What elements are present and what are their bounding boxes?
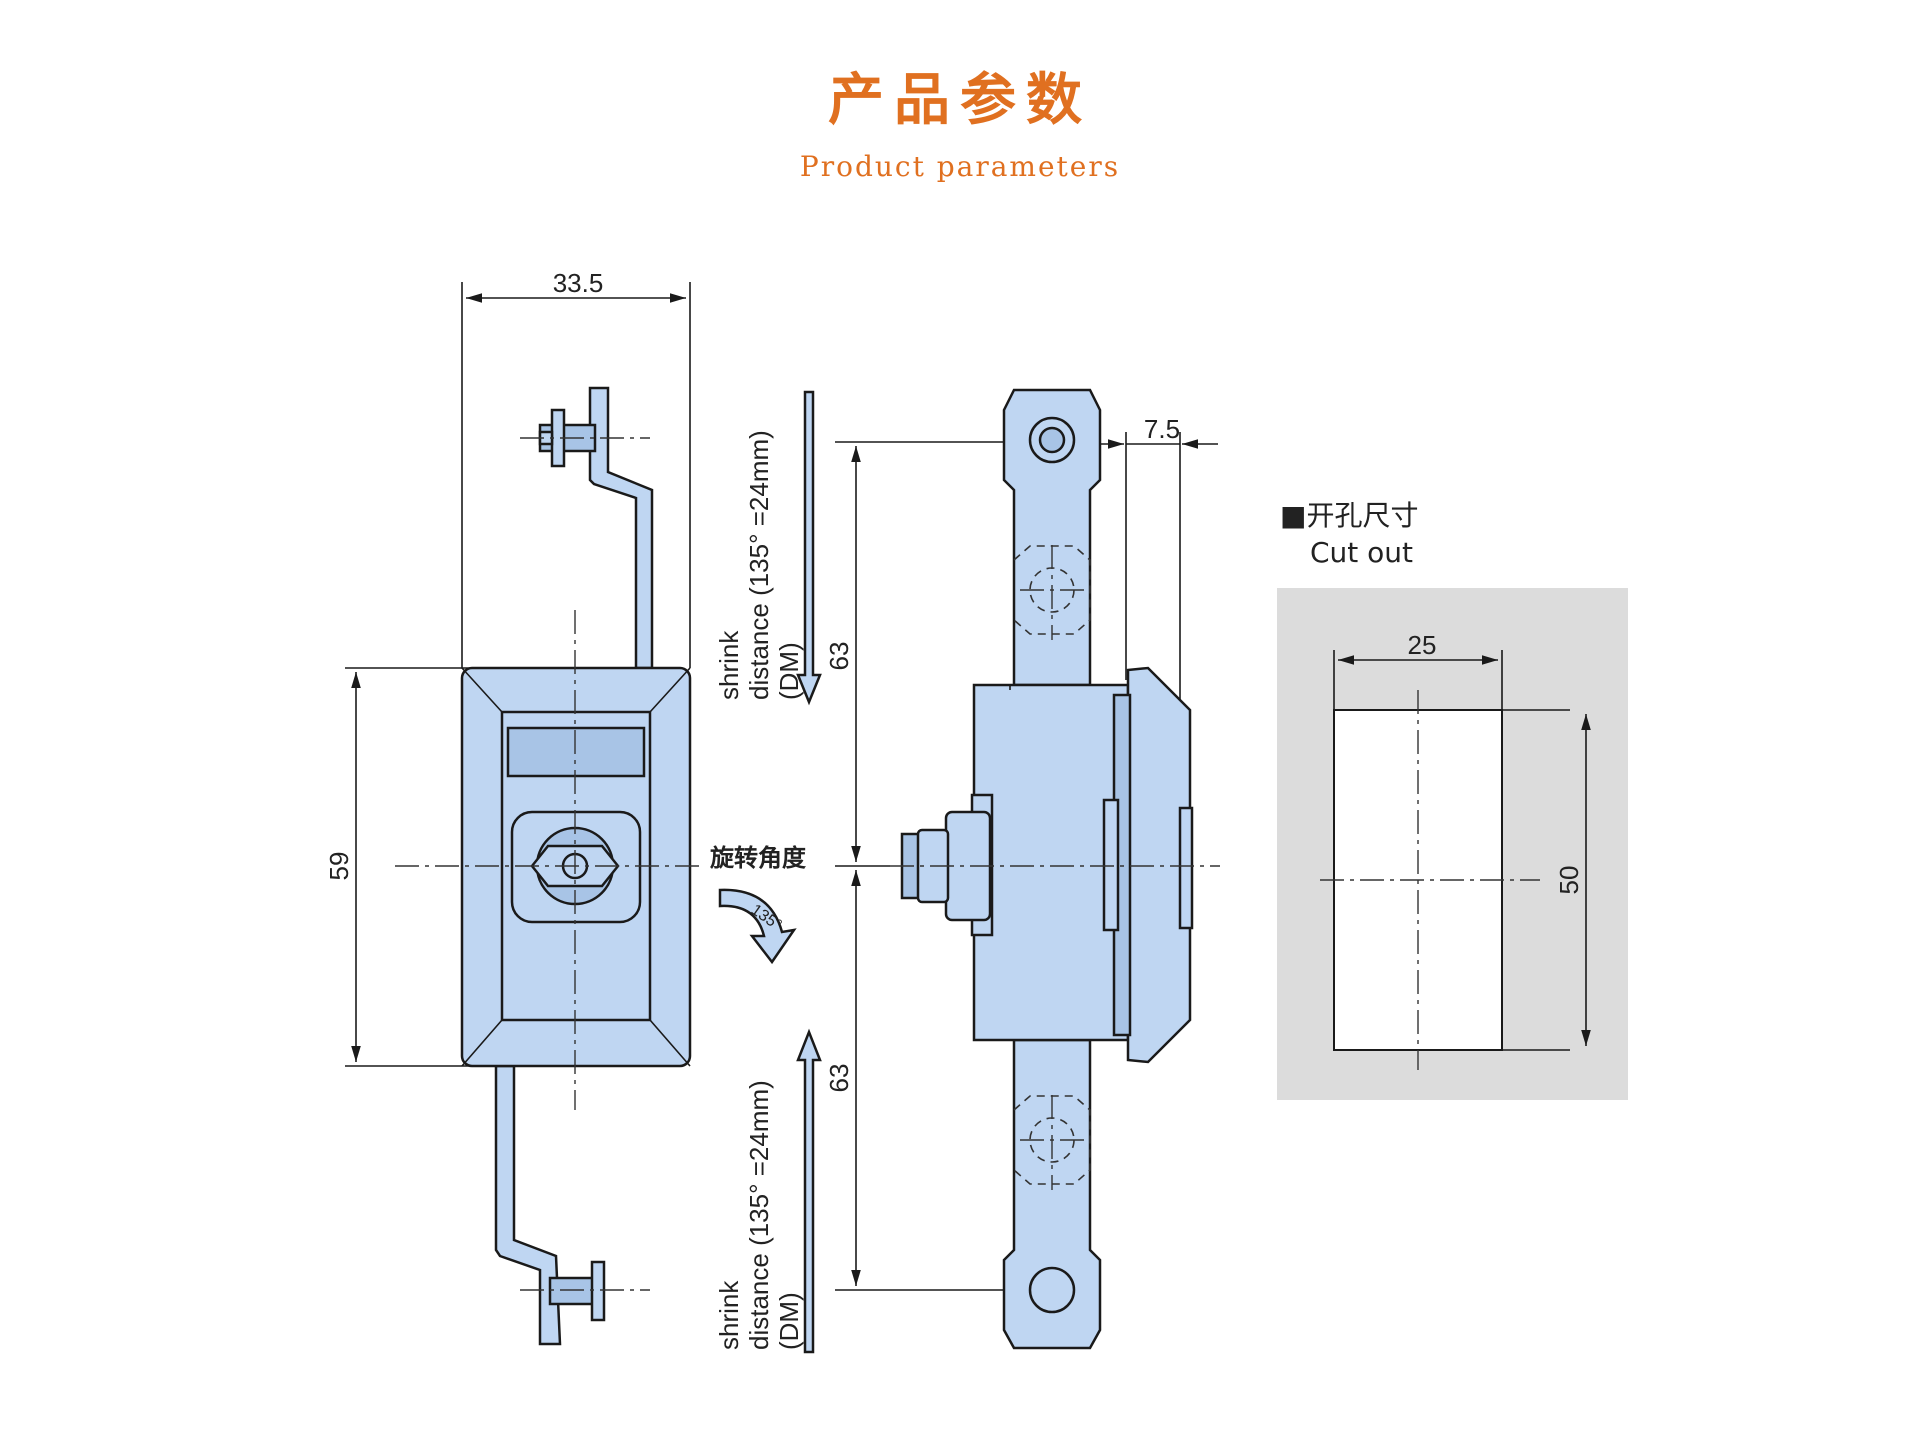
front-view: 33.5 59 旋转角度 135°	[324, 268, 807, 1346]
shrink-top-annotation: shrink distance (135° =24mm) (DM)	[714, 390, 822, 706]
cutout-width-dim: 25	[1408, 630, 1437, 660]
offset-dim: 7.5	[1144, 414, 1180, 444]
page-title: 产品参数	[828, 67, 1092, 133]
page-header: 产品参数 Product parameters	[0, 60, 1920, 183]
front-height-dim: 59	[324, 852, 354, 881]
shrink-bottom-line3: (DM)	[774, 1292, 804, 1350]
shrink-down-arrow-icon	[796, 390, 822, 706]
shrink-top-line2: distance (135° =24mm)	[744, 430, 774, 700]
front-width-dim: 33.5	[553, 268, 604, 298]
upper-63-dim: 63	[824, 642, 854, 671]
cutout-height-dim: 50	[1554, 866, 1584, 895]
bottom-hook-arm	[494, 1064, 562, 1346]
page-subtitle: Product parameters	[799, 150, 1121, 183]
lower-63-dim: 63	[824, 1064, 854, 1093]
cutout-title-en: Cut out	[1310, 536, 1413, 569]
bottom-latch-strip	[1002, 1038, 1102, 1350]
side-view: 63 63 7.5	[824, 388, 1220, 1350]
bottom-pin-head	[590, 1260, 606, 1322]
shrink-bottom-line2: distance (135° =24mm)	[744, 1080, 774, 1350]
shrink-top-line3: (DM)	[774, 642, 804, 700]
shrink-bottom-annotation: shrink distance (135° =24mm) (DM)	[714, 1028, 822, 1354]
bottom-pin	[548, 1276, 600, 1306]
rotation-arrow-icon	[718, 888, 797, 965]
shrink-top-line1: shrink	[714, 630, 744, 700]
side-housing	[972, 683, 1130, 1042]
label-window	[506, 726, 646, 778]
cutout-section: ■开孔尺寸 Cut out 25 50	[1277, 499, 1628, 1100]
shrink-up-arrow-icon	[796, 1028, 822, 1354]
cutout-title-cn: ■开孔尺寸	[1280, 499, 1418, 532]
rotation-label: 旋转角度	[709, 844, 807, 872]
shrink-bottom-line1: shrink	[714, 1280, 744, 1350]
top-hook-arm	[588, 386, 654, 670]
side-flange	[1126, 666, 1192, 1064]
bottom-strip-hole	[1028, 1266, 1076, 1314]
